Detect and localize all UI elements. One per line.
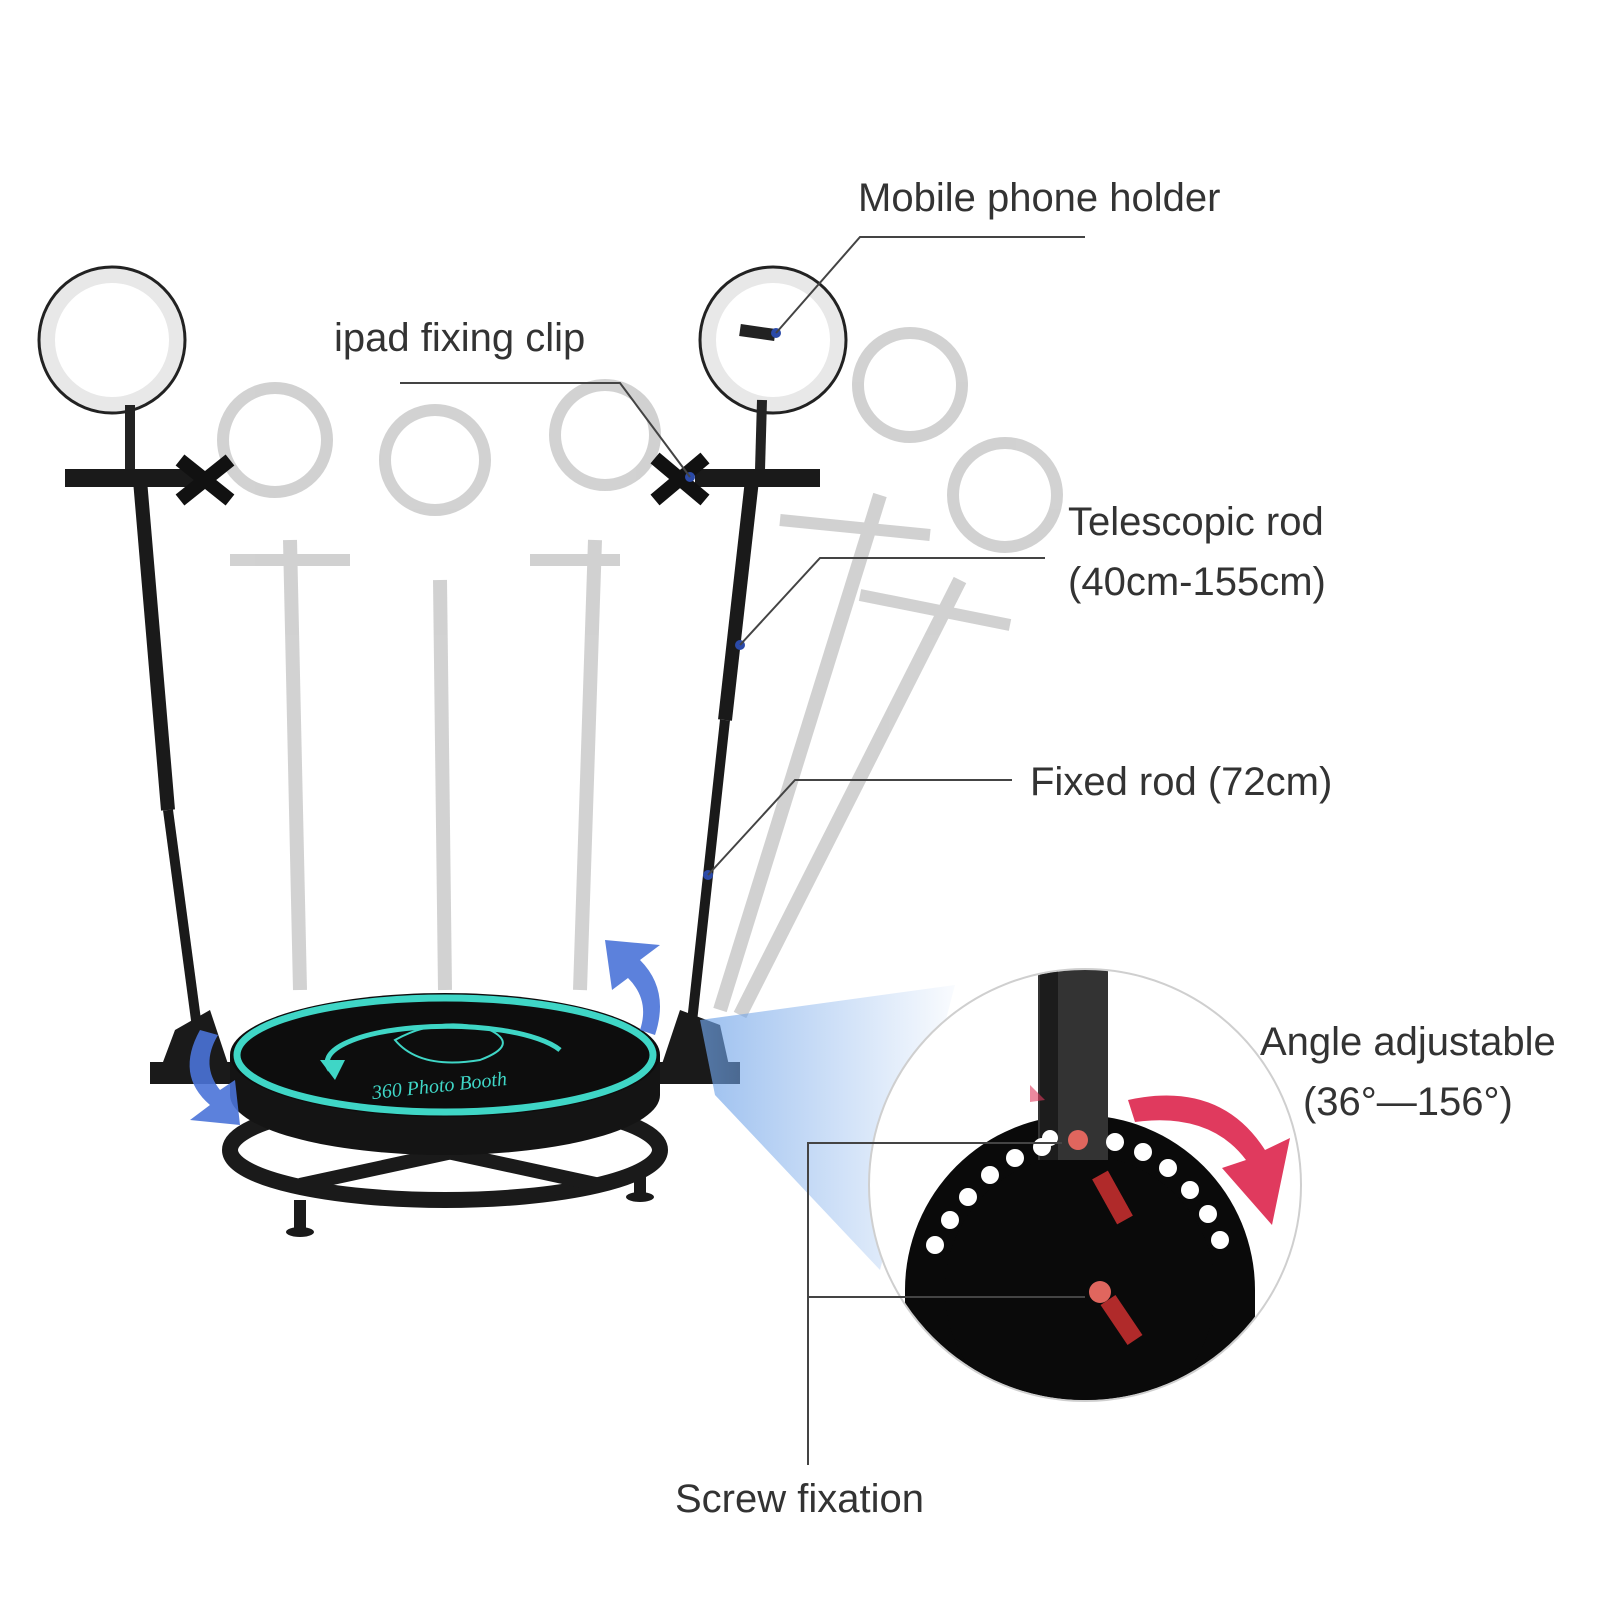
- ghost-stand-positions: [217, 327, 1063, 1019]
- left-stand: [37, 265, 235, 1051]
- angle-detail-magnifier: [868, 968, 1302, 1402]
- label-angle-adjustable: Angle adjustable (36°—156°): [1260, 1017, 1556, 1127]
- label-screw-fixation: Screw fixation: [675, 1477, 924, 1521]
- left-ring-light: [39, 267, 185, 413]
- left-ipad-clip: [175, 454, 235, 506]
- ghost-stand-5: [733, 437, 1063, 1019]
- leader-ipad-fixing-clip: [400, 382, 691, 478]
- leader-telescopic-rod: [739, 557, 1045, 646]
- ghost-stand-2: [379, 404, 491, 991]
- leader-lines: [400, 236, 1085, 1465]
- right-ring-light: [700, 267, 846, 413]
- label-mobile-phone-holder: Mobile phone holder: [858, 176, 1221, 220]
- ghost-stand-1: [217, 382, 350, 991]
- angle-dial-holes: [926, 1130, 1229, 1254]
- left-fixed-rod: [163, 809, 205, 1051]
- base-rotation-arrows: [189, 940, 660, 1125]
- right-stand: [650, 265, 848, 1041]
- platform-rotation-arrow: [324, 1023, 562, 1072]
- right-telescopic-rod: [718, 479, 759, 721]
- label-angle-adjustable-line1: Angle adjustable: [1260, 1020, 1556, 1064]
- label-telescopic-rod: Telescopic rod (40cm-155cm): [1068, 497, 1326, 607]
- right-ipad-clip: [650, 452, 710, 506]
- platform-led-ring: [233, 994, 657, 1116]
- label-ipad-fixing-clip: ipad fixing clip: [334, 316, 586, 360]
- left-telescopic-rod: [133, 479, 175, 811]
- leader-mobile-phone-holder: [775, 236, 1085, 334]
- ghost-stand-4: [713, 327, 968, 1013]
- rotating-platform: 360 Photo Booth: [222, 993, 668, 1237]
- label-telescopic-rod-line1: Telescopic rod: [1068, 500, 1324, 544]
- screw-markers: [1068, 1130, 1143, 1346]
- leader-screw-fixation-upper: [807, 1142, 1062, 1465]
- right-fixed-rod: [685, 719, 730, 1041]
- left-rotation-arrow-icon: [189, 1030, 240, 1125]
- leader-fixed-rod: [707, 779, 1012, 876]
- label-fixed-rod: Fixed rod (72cm): [1030, 760, 1333, 804]
- right-rotation-arrow-icon: [605, 940, 660, 1035]
- platform-top: [230, 993, 660, 1117]
- label-telescopic-rod-line2: (40cm-155cm): [1068, 560, 1326, 604]
- ghost-stand-3: [530, 379, 661, 991]
- angle-adjust-arrow-icon: [1128, 1095, 1290, 1225]
- label-angle-adjustable-line2: (36°—156°): [1302, 1080, 1513, 1124]
